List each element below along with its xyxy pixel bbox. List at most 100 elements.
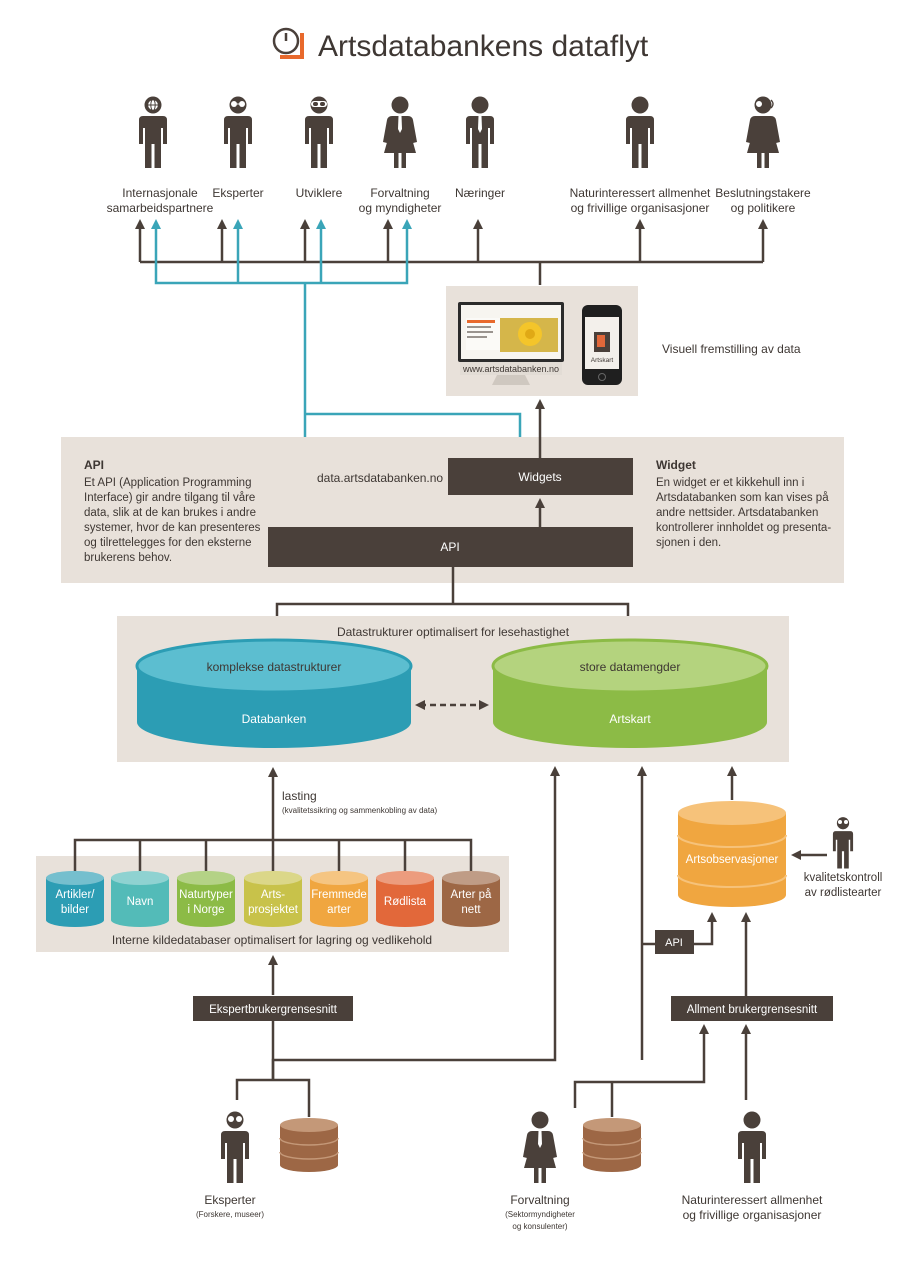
- audience-label: og politikere: [731, 201, 796, 215]
- artskart-top-label: store datamengder: [580, 660, 681, 674]
- widget-heading: Widget: [656, 458, 696, 472]
- audience-label: Naturinteressert allmenhet: [570, 186, 711, 200]
- audience-label: Næringer: [455, 186, 505, 200]
- widget-desc-line: sjonen i den.: [656, 537, 721, 549]
- contributor-label: Naturinteressert allmenhet: [682, 1193, 823, 1207]
- audience-business-figure: [466, 96, 494, 168]
- source-db-cylinder: Navn: [111, 871, 169, 927]
- source-db-cylinder: Arter på nett: [442, 871, 500, 927]
- artsobservasjoner-cylinder: [677, 801, 787, 907]
- audience-label: samarbeidspartnere: [107, 201, 214, 215]
- expert-interface-label: Ekspertbrukergrensesnitt: [209, 1004, 338, 1016]
- general-interface-label: Allment brukergrensesnitt: [687, 1004, 818, 1016]
- page-title: Artsdatabankens dataflyt: [318, 30, 649, 63]
- sources-caption: Interne kildedatabaser optimalisert for …: [112, 933, 432, 947]
- audience-decision-makers-figure: [746, 96, 780, 168]
- api-desc-line: data, slik at de kan brukes i andre: [84, 507, 256, 519]
- audience-management-figure: [383, 96, 417, 168]
- source-db-label: prosjektet: [248, 904, 299, 916]
- general-interface-box: [671, 996, 833, 1021]
- visual-presentation-box: www.artsdatabanken.no Artskart: [446, 286, 638, 396]
- artsobservasjoner-label: Artsobservasjoner: [686, 854, 779, 866]
- api-heading: API: [84, 458, 104, 472]
- audience-label: Forvaltning: [370, 186, 429, 200]
- contributor-expert-figure: [221, 1111, 249, 1183]
- contributor-public-figure: [738, 1111, 766, 1183]
- audience-label: Beslutningstakere: [715, 186, 811, 200]
- management-database-icon: [582, 1118, 642, 1172]
- contributor-label: Forvaltning: [510, 1193, 569, 1207]
- storage-caption: Datastrukturer optimalisert for lesehast…: [337, 625, 570, 639]
- api-desc-line: og tilrettelegges for den eksterne: [84, 537, 252, 549]
- contributor-sublabel: og konsulenter): [512, 1222, 567, 1231]
- contributor-label: Eksperter: [204, 1193, 255, 1207]
- databanken-name: Databanken: [242, 712, 307, 726]
- api-small-label: API: [665, 937, 683, 949]
- contributor-sublabel: (Sektormyndigheter: [505, 1210, 575, 1219]
- api-domain: data.artsdatabanken.no: [317, 471, 443, 485]
- widgets-box: [448, 458, 633, 495]
- artskart-name: Artskart: [609, 712, 651, 726]
- source-db-label: Naturtyper: [179, 889, 233, 901]
- api-desc-line: Interface) gir andre tilgang til våre: [84, 492, 255, 504]
- artskart-cylinder: [491, 638, 769, 748]
- api-box-label: API: [440, 540, 459, 554]
- source-db-cylinder: Arts-prosjektet: [244, 871, 302, 927]
- source-db-label: bilder: [61, 904, 89, 916]
- quality-control-figure: [832, 817, 854, 869]
- contributor-management-figure: [523, 1111, 557, 1183]
- site-url: www.artsdatabanken.no: [462, 364, 559, 374]
- audience-label: Eksperter: [212, 186, 263, 200]
- api-desc-line: systemer, hvor de kan presenteres: [84, 522, 261, 534]
- source-db-label: Arts-: [261, 889, 285, 901]
- source-db-label: Rødlista: [384, 896, 427, 908]
- monitor-icon: [458, 302, 564, 385]
- api-desc-line: Et API (Application Programming: [84, 477, 251, 489]
- glasses-icon: [231, 101, 245, 107]
- phone-icon: [582, 305, 622, 385]
- expert-database-icon: [279, 1118, 339, 1172]
- api-desc-line: brukerens behov.: [84, 552, 172, 564]
- api-box: [268, 527, 633, 567]
- source-db-label: Artikler/: [56, 889, 96, 901]
- databanken-cylinder: [135, 638, 413, 748]
- source-db-label: nett: [461, 904, 481, 916]
- source-db-label: Fremmede: [311, 889, 367, 901]
- quality-control-label: av rødlistearter: [805, 887, 882, 899]
- source-db-label: Navn: [127, 896, 154, 908]
- sources-bus: [73, 767, 473, 873]
- globe-icon: [146, 98, 160, 112]
- source-db-label: arter: [327, 904, 351, 916]
- audience-public-figure: [626, 96, 654, 168]
- loading-label: lasting: [282, 789, 317, 803]
- source-db-cylinder: Rødlista: [376, 871, 434, 927]
- audience-label: og frivillige organisasjoner: [571, 201, 710, 215]
- speaking-icon: [755, 99, 774, 109]
- widget-desc-line: Artsdatabanken som kan vises på: [656, 492, 829, 504]
- widget-desc-line: En widget er et kikkehull inn i: [656, 477, 804, 489]
- widgets-label: Widgets: [518, 470, 561, 484]
- loading-sublabel: (kvalitetssikring og sammenkobling av da…: [282, 806, 438, 815]
- visual-label: Visuell fremstilling av data: [662, 342, 801, 356]
- source-db-cylinder: Fremmede arter: [310, 871, 368, 927]
- widget-desc-line: andre nettsider. Artsdatabanken: [656, 507, 818, 519]
- goggles-icon: [311, 101, 327, 107]
- quality-control-label: kvalitetskontroll: [804, 872, 883, 884]
- widget-desc-line: kontrollerer innholdet og presenta-: [656, 522, 831, 534]
- audience-label: Internasjonale: [122, 186, 198, 200]
- audience-international-figure: [139, 96, 167, 168]
- audience-expert-figure: [224, 96, 252, 168]
- audience-developer-figure: [305, 96, 333, 168]
- distribution-lines: [135, 219, 768, 285]
- audience-label: Utviklere: [296, 186, 343, 200]
- source-db-label: Arter på: [451, 889, 493, 901]
- source-db-cylinder: Artikler/bilder: [46, 871, 104, 927]
- api-small-box: [655, 930, 694, 954]
- audience-label: og myndigheter: [359, 201, 442, 215]
- expert-interface-box: [193, 996, 353, 1021]
- logo-icon: [272, 27, 304, 59]
